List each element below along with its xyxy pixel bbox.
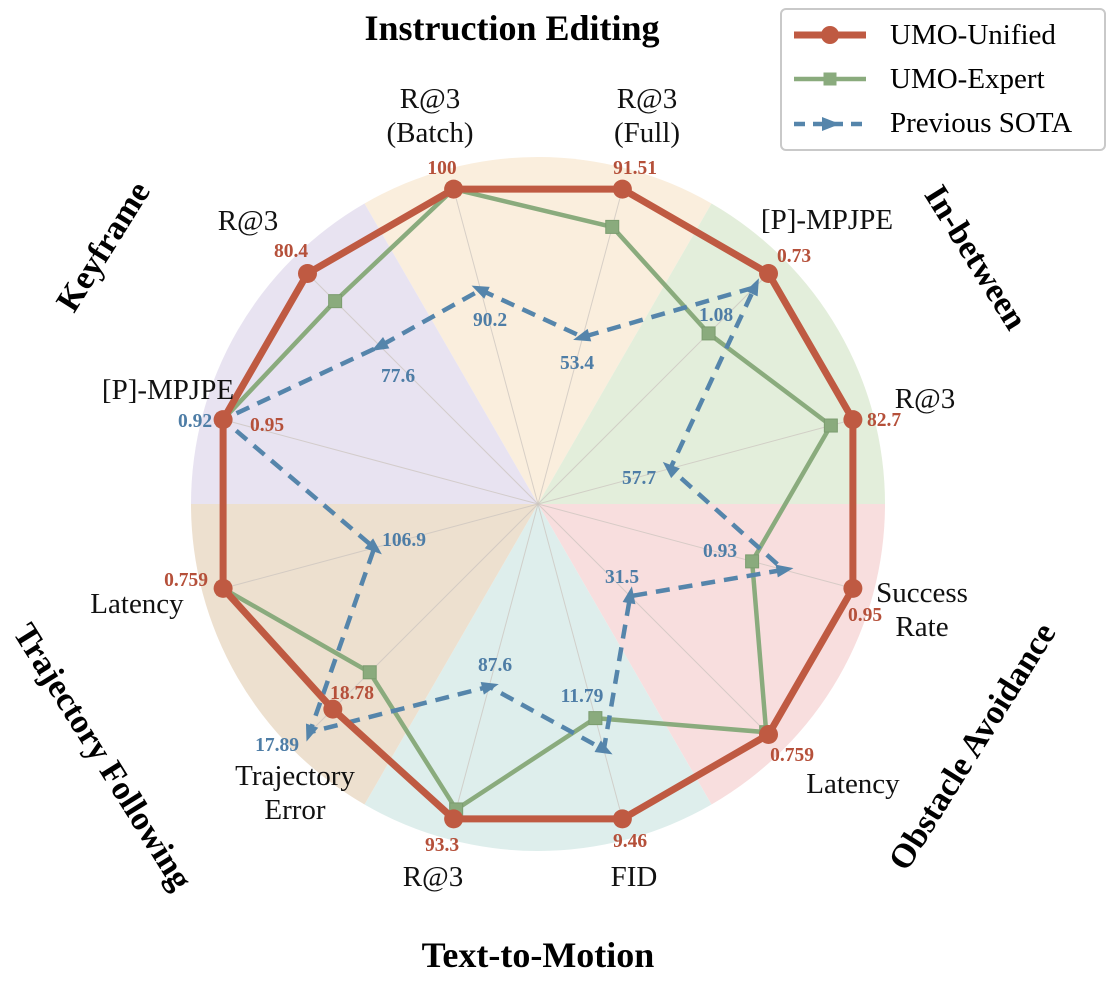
marker-triangle-previous-sota-success-rate [775, 564, 794, 578]
marker-circle-umo-unified-trajectory-error [323, 699, 343, 719]
marker-circle-umo-unified-latency [213, 578, 233, 598]
value-label-previous-sota-obstacle-avoidance-latency: 31.5 [605, 567, 639, 588]
marker-triangle-previous-sota-r@3 [480, 682, 499, 695]
axis-spoke-trajectory-error [307, 503, 539, 735]
legend-item-umo-unified: UMO-Unified [782, 17, 1104, 53]
value-label-umo-unified-in-between-p-mpjpe: 0.73 [777, 246, 811, 267]
marker-square-umo-expert-r@3-full [605, 219, 620, 234]
value-label-umo-unified-obstacle-avoidance-latency: 0.759 [770, 745, 814, 766]
marker-circle-umo-unified-r@3-batch [444, 179, 464, 199]
axis-label-keyframe-p-mpjpe: [P]-MPJPE [102, 374, 234, 406]
legend-label: Previous SOTA [890, 107, 1073, 140]
legend-sample-solid-square-icon [794, 72, 866, 86]
value-label-previous-sota-trajectory-following-latency: 106.9 [382, 530, 426, 551]
marker-triangle-previous-sota-r@3 [662, 461, 680, 479]
category-label-instruction-editing: Instruction Editing [364, 8, 660, 48]
value-label-umo-unified-obstacle-avoidance-success-rate: 0.95 [848, 605, 882, 626]
axis-label-instruction-editing-r@3-batch: R@3(Batch) [387, 83, 474, 149]
value-label-umo-unified-keyframe-p-mpjpe: 0.95 [250, 415, 284, 436]
value-label-umo-unified-instruction-editing-r@3-full: 91.51 [613, 158, 657, 179]
marker-circle-umo-unified-r@3 [444, 809, 464, 829]
value-label-previous-sota-trajectory-following-trajectory-error: 17.89 [255, 735, 299, 756]
axis-spoke-p-mpjpe [222, 419, 539, 505]
value-label-previous-sota-obstacle-avoidance-success-rate: 0.93 [703, 541, 737, 562]
axis-label-keyframe-r@3: R@3 [218, 205, 279, 237]
axis-label-text-to-motion-fid: FID [611, 861, 658, 893]
value-label-previous-sota-keyframe-p-mpjpe: 0.92 [178, 411, 212, 432]
marker-square-umo-expert-p-mpjpe [701, 326, 716, 341]
marker-circle-umo-unified-latency [759, 725, 779, 745]
sector-in-between [538, 203, 885, 504]
value-label-previous-sota-instruction-editing-r@3-batch: 90.2 [473, 310, 507, 331]
axis-spoke-latency [537, 503, 769, 735]
value-label-previous-sota-keyframe-r@3: 77.6 [381, 366, 415, 387]
value-label-previous-sota-in-between-p-mpjpe: 1.08 [699, 305, 733, 326]
marker-circle-umo-unified-r@3-full [612, 179, 632, 199]
value-label-umo-unified-text-to-motion-fid: 9.46 [613, 831, 647, 852]
sector-text-to-motion [364, 504, 712, 851]
marker-square-umo-expert-fid [588, 711, 603, 726]
marker-triangle-previous-sota-latency [364, 538, 382, 555]
value-label-umo-unified-trajectory-following-trajectory-error: 18.78 [330, 683, 374, 704]
marker-triangle-previous-sota-fid [594, 740, 613, 755]
axis-spoke-r@3-batch [453, 188, 539, 505]
marker-circle-umo-unified-r@3 [843, 410, 863, 430]
axis-spoke-r@3 [307, 273, 539, 505]
axis-label-in-between-p-mpjpe: [P]-MPJPE [761, 204, 893, 236]
axis-spoke-p-mpjpe [537, 273, 769, 505]
sector-trajectory-following [190, 504, 538, 805]
value-label-umo-unified-in-between-r@3: 82.7 [867, 410, 901, 431]
marker-circle-umo-unified-r@3 [297, 263, 317, 283]
marker-square-umo-expert-trajectory-error [362, 665, 377, 680]
axis-spoke-fid [537, 503, 623, 820]
axis-spoke-r@3 [537, 419, 854, 505]
marker-triangle-previous-sota-latency [622, 586, 636, 605]
axis-label-text-to-motion-r@3: R@3 [403, 861, 464, 893]
value-label-umo-unified-trajectory-following-latency: 0.759 [164, 570, 208, 591]
marker-circle-umo-unified-p-mpjpe [759, 263, 779, 283]
axis-spoke-r@3-full [537, 188, 623, 505]
axis-label-trajectory-following-latency: Latency [90, 588, 184, 620]
axis-label-in-between-r@3: R@3 [895, 383, 956, 415]
value-label-previous-sota-in-between-r@3: 57.7 [622, 468, 656, 489]
value-label-previous-sota-instruction-editing-r@3-full: 53.4 [560, 353, 594, 374]
marker-square-umo-expert-success-rate [745, 554, 760, 569]
sector-obstacle-avoidance [538, 504, 885, 805]
marker-square-umo-expert-r@3 [328, 294, 343, 309]
marker-triangle-previous-sota-p-mpjpe [745, 278, 759, 297]
legend-item-previous-sota: Previous SOTA [782, 106, 1104, 142]
value-label-previous-sota-text-to-motion-r@3: 87.6 [478, 655, 512, 676]
value-label-umo-unified-keyframe-r@3: 80.4 [274, 241, 308, 262]
legend-label: UMO-Unified [890, 18, 1056, 51]
axis-spoke-latency [222, 503, 539, 589]
marker-circle-umo-unified-success-rate [843, 578, 863, 598]
category-label-text-to-motion: Text-to-Motion [421, 935, 655, 975]
legend-label: UMO-Expert [890, 62, 1045, 95]
marker-triangle-previous-sota-trajectory-error [305, 723, 319, 742]
legend-sample-dashed-triangle-icon [794, 116, 866, 131]
value-label-umo-unified-text-to-motion-r@3: 93.3 [425, 835, 459, 856]
axis-spoke-r@3 [453, 503, 539, 820]
marker-circle-umo-unified-p-mpjpe [213, 410, 233, 430]
value-label-previous-sota-text-to-motion-fid: 11.79 [561, 686, 604, 707]
axis-label-obstacle-avoidance-latency: Latency [806, 768, 900, 800]
marker-square-umo-expert-r@3 [823, 418, 838, 433]
marker-circle-umo-unified-fid [612, 809, 632, 829]
marker-triangle-previous-sota-r@3-full [573, 328, 592, 342]
legend: UMO-Unified UMO-Expert Previous SOTA [780, 8, 1106, 151]
axis-spoke-success-rate [537, 503, 854, 589]
marker-triangle-previous-sota-r@3 [371, 337, 390, 351]
legend-sample-solid-circle-icon [794, 26, 866, 45]
axis-label-instruction-editing-r@3-full: R@3(Full) [614, 83, 680, 149]
value-label-umo-unified-instruction-editing-r@3-batch: 100 [427, 158, 456, 179]
legend-item-umo-expert: UMO-Expert [782, 61, 1104, 97]
marker-triangle-previous-sota-r@3-batch [471, 285, 490, 299]
